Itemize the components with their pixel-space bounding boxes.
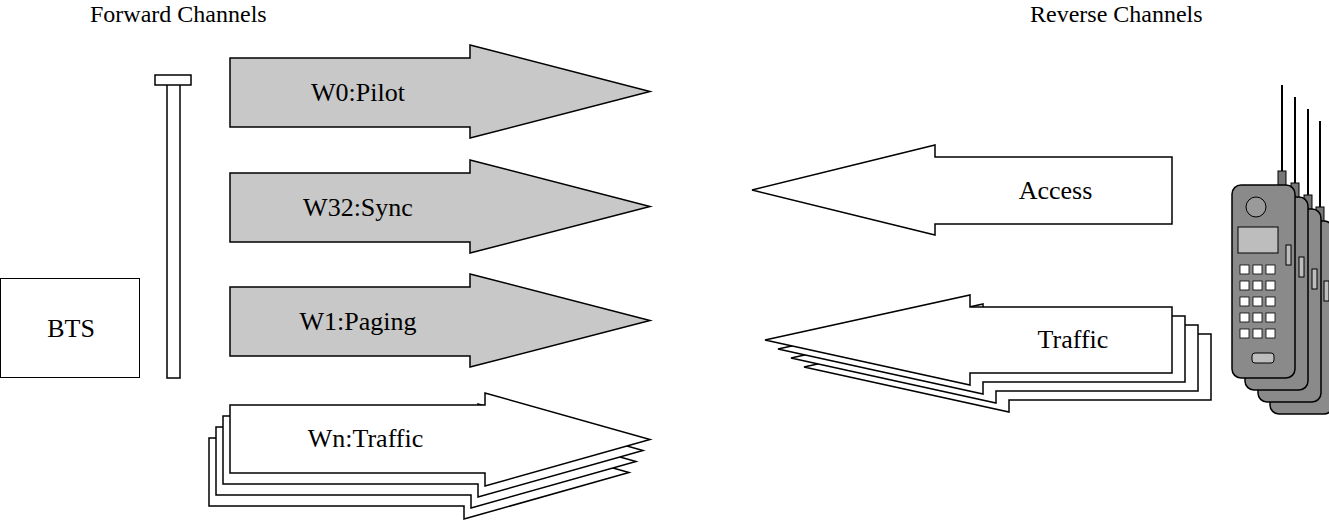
arrow-outline bbox=[765, 295, 1172, 385]
channel-label: W32:Sync bbox=[303, 195, 413, 221]
channel-label: W1:Paging bbox=[300, 309, 417, 335]
arrow-outline bbox=[230, 393, 650, 486]
channel-arrow: W32:Sync bbox=[230, 160, 650, 253]
channel-label: W0:Pilot bbox=[311, 80, 405, 106]
arrow-outline bbox=[752, 145, 1172, 235]
arrow-outline bbox=[230, 45, 650, 138]
antenna-mast bbox=[155, 75, 191, 378]
channel-arrow: W0:Pilot bbox=[230, 45, 650, 138]
section-heading: Forward Channels bbox=[90, 2, 267, 26]
mobile-phones bbox=[1232, 85, 1329, 414]
arrow-outline bbox=[230, 160, 650, 253]
arrow-outline bbox=[230, 274, 650, 367]
channel-label: Traffic bbox=[1038, 327, 1109, 353]
station-box: BTS bbox=[0, 278, 140, 378]
section-heading: Reverse Channels bbox=[1030, 2, 1203, 26]
phone-handset bbox=[1232, 85, 1295, 378]
channel-arrow: Traffic bbox=[765, 295, 1172, 385]
channel-label: BTS bbox=[47, 316, 95, 342]
channel-arrow: W1:Paging bbox=[230, 274, 650, 367]
channel-label: Wn:Traffic bbox=[308, 426, 424, 452]
channel-arrow: Wn:Traffic bbox=[230, 393, 650, 486]
channel-arrow: Access bbox=[752, 145, 1172, 235]
channel-label: Access bbox=[1019, 178, 1093, 204]
